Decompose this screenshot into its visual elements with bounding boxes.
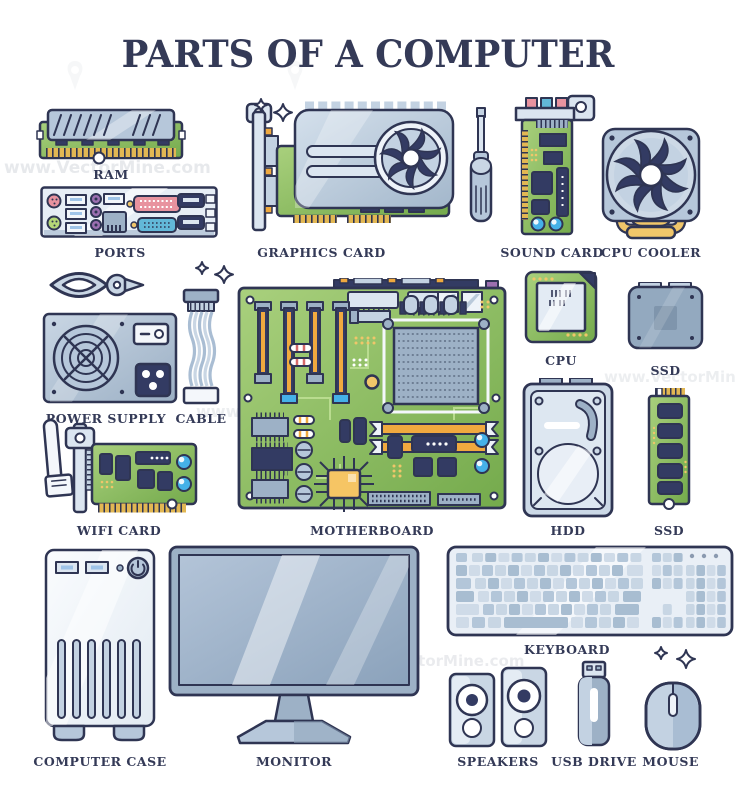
part-label-sound-card: SOUND CARD: [500, 245, 604, 260]
monitor-illustration: [168, 545, 420, 745]
cpu-cooler-illustration: [601, 127, 701, 240]
keyboard-illustration: [446, 545, 734, 637]
ram-illustration: [36, 108, 186, 165]
sound-card-illustration: [514, 94, 596, 236]
vectormine-pin-icon: [67, 61, 83, 90]
part-label-wifi-card: WIFI CARD: [76, 523, 162, 538]
sparkle-stars-icon: [195, 261, 234, 284]
part-motherboard: MOTHERBOARD: [236, 278, 508, 538]
mouse-illustration: [644, 681, 702, 751]
part-cable: CABLE: [175, 288, 227, 428]
part-cpu: CPU: [524, 270, 598, 370]
part-label-ssd-sata: SSD: [650, 363, 681, 378]
part-label-speakers: SPEAKERS: [457, 754, 539, 769]
part-label-hdd: HDD: [550, 523, 586, 538]
page-title: PARTS OF A COMPUTER: [121, 32, 615, 76]
part-label-ports: PORTS: [94, 245, 146, 260]
screwdriver-icon: [469, 107, 493, 223]
graphics-card-illustration: [245, 101, 455, 232]
motherboard-illustration: [237, 278, 507, 512]
m2-ssd-illustration: [647, 388, 691, 510]
sparkle-stars-icon: [654, 646, 696, 669]
part-speakers: SPEAKERS: [448, 666, 548, 776]
part-ssd-sata: SSD: [627, 282, 704, 382]
cpu-illustration: [524, 270, 598, 344]
part-label-cable: CABLE: [175, 411, 227, 426]
part-label-power-supply: POWER SUPPLY: [45, 411, 167, 426]
vectormine-pin-icon: [287, 61, 303, 90]
cable-illustration: [182, 288, 220, 405]
part-label-monitor: MONITOR: [255, 754, 333, 769]
sparkle-stars-icon: [254, 98, 293, 122]
part-label-mouse: MOUSE: [642, 754, 699, 769]
cable-tie-icon: [49, 272, 145, 298]
part-usb-drive: USB DRIVE: [551, 660, 636, 770]
part-label-computer-case: COMPUTER CASE: [33, 754, 167, 769]
part-computer-case: COMPUTER CASE: [33, 548, 166, 778]
part-ports: PORTS: [40, 186, 218, 266]
part-power-supply: POWER SUPPLY: [42, 312, 178, 432]
part-wifi-card: WIFI CARD: [36, 418, 202, 548]
part-monitor: MONITOR: [168, 545, 420, 775]
part-hdd: HDD: [522, 378, 614, 538]
speakers-illustration: [448, 666, 548, 748]
part-label-usb-drive: USB DRIVE: [551, 754, 637, 769]
ports-illustration: [40, 186, 218, 238]
hdd-illustration: [522, 378, 614, 518]
wifi-card-illustration: [42, 418, 198, 514]
part-label-keyboard: KEYBOARD: [523, 642, 610, 657]
usb-drive-illustration: [577, 660, 611, 747]
part-label-cpu: CPU: [545, 353, 577, 368]
part-mouse: MOUSE: [642, 680, 703, 770]
part-graphics-card: GRAPHICS CARD: [243, 96, 461, 266]
power-supply-illustration: [42, 312, 178, 404]
computer-case-illustration: [44, 548, 156, 742]
part-label-ram: RAM: [93, 167, 129, 182]
part-ram: RAM: [36, 106, 186, 186]
ssd-illustration: [627, 282, 704, 350]
part-label-graphics-card: GRAPHICS CARD: [257, 245, 386, 260]
part-cpu-cooler: CPU COOLER: [597, 127, 705, 267]
part-label-motherboard: MOTHERBOARD: [310, 523, 434, 538]
part-keyboard: KEYBOARD: [446, 545, 734, 665]
part-sound-card: SOUND CARD: [500, 94, 603, 264]
part-label-ssd-m2: SSD: [653, 523, 685, 538]
part-ssd-m2: SSD: [644, 388, 694, 538]
part-label-cpu-cooler: CPU COOLER: [600, 245, 702, 260]
